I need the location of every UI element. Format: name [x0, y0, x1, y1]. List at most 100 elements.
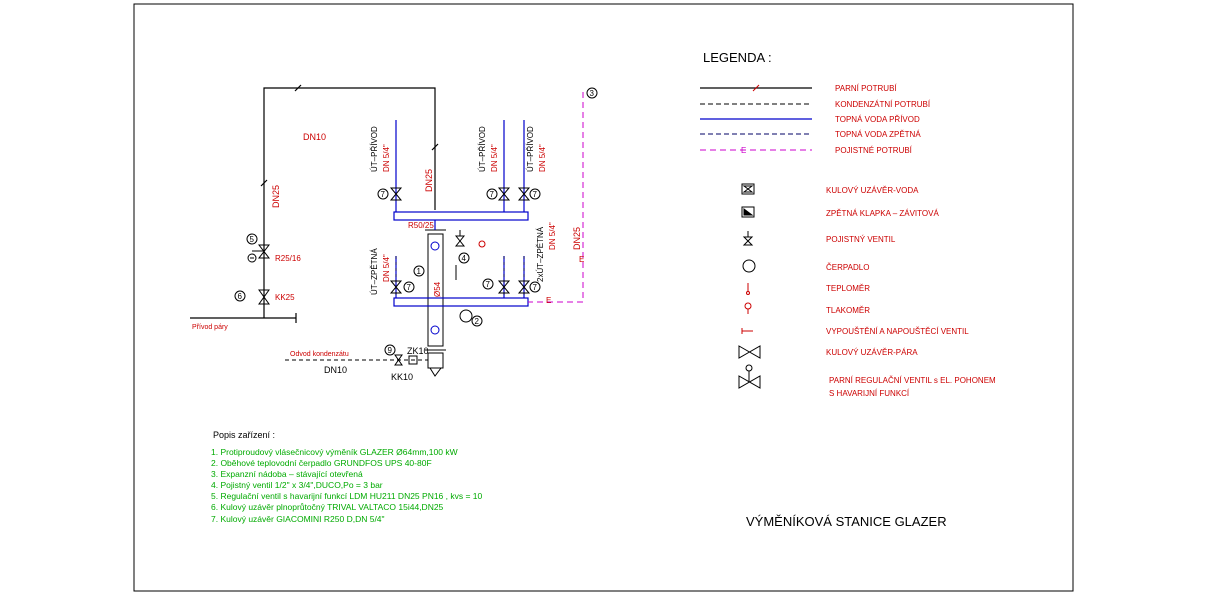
ball-valve-steam-icon	[738, 345, 761, 359]
callout-1: 1	[413, 265, 425, 277]
svg-text:2: 2	[475, 317, 480, 326]
legend-label-return: TOPNÁ VODA ZPĚTNÁ	[835, 130, 921, 139]
ut-zpetna-label: ÚT–ZPĚTNÁ	[370, 248, 379, 295]
legend-title: LEGENDA :	[703, 50, 772, 65]
e-mark-1: E	[579, 255, 584, 264]
check-valve-icon	[741, 206, 755, 218]
equipment-title: Popis zařízení :	[213, 430, 275, 440]
svg-text:3: 3	[590, 89, 595, 98]
equipment-item-7: 7. Kulový uzávěr GIACOMINI R250 D,DN 5/4…	[211, 514, 385, 524]
ut-privod-label-1: ÚT–PŘÍVOD	[370, 126, 379, 172]
ut-privod-label-2: ÚT–PŘÍVOD	[478, 126, 487, 172]
ut-privod-label-3: ÚT–PŘÍVOD	[526, 126, 535, 172]
svg-text:7: 7	[486, 280, 491, 289]
legend-label-steam: PARNÍ POTRUBÍ	[835, 84, 897, 93]
e-mark-2: E	[546, 296, 551, 305]
svg-text:5: 5	[250, 235, 255, 244]
legend-label-condensate: KONDENZÁTNÍ POTRUBÍ	[835, 100, 931, 109]
supply-header	[393, 120, 529, 230]
safety-pipe	[528, 92, 584, 303]
legend-label-drain-valve: VYPOUŠTĚNÍ A NAPOUŠTĚCÍ VENTIL	[826, 327, 969, 336]
dn25-right-label: DN25	[572, 227, 582, 250]
equipment-item-2: 2. Oběhové teplovodní čerpadlo GRUNDFOS …	[211, 458, 432, 468]
callout-4: 4	[458, 252, 470, 264]
legend-label-ball-valve-water: KULOVÝ UZÁVĚR-VODA	[826, 186, 919, 195]
ball-valve-water-icon	[741, 183, 755, 195]
steam-inlet-label: Přívod páry	[192, 324, 228, 331]
callout-5: 5	[246, 233, 258, 245]
kk10-label: KK10	[391, 372, 413, 382]
pump-2	[459, 309, 473, 323]
svg-text:7: 7	[533, 190, 538, 199]
safety-valve-4	[454, 230, 466, 247]
dn54-label-1: DN 5/4"	[382, 144, 391, 172]
svg-text:7: 7	[381, 190, 386, 199]
pressure-gauge-icon	[744, 302, 752, 314]
dn25-mid-label: DN25	[424, 169, 434, 192]
condensate-trap	[427, 352, 444, 377]
svg-text:9: 9	[388, 346, 393, 355]
legend-label-thermometer: TEPLOMĚR	[826, 284, 870, 293]
legend-label-safety: POJISTNÉ POTRUBÍ	[835, 146, 913, 155]
ut-zpetna2-label: 2xÚT–ZPĚTNÁ	[536, 226, 545, 282]
callout-6: 6	[234, 290, 246, 302]
heat-exchanger	[425, 229, 446, 351]
drain-valve-icon	[741, 328, 753, 334]
dn25-left-label: DN25	[271, 185, 281, 208]
gauge-symbol-5	[247, 253, 257, 263]
drawing-title: VÝMĚNÍKOVÁ STANICE GLAZER	[746, 514, 947, 529]
return-dashes	[395, 256, 525, 298]
zk10-label: ZK10	[407, 346, 429, 356]
drawing-frame	[133, 3, 1074, 592]
legend-line-steam	[700, 84, 812, 92]
dn54-label-4: DN 5/4"	[382, 254, 391, 282]
pump-icon	[742, 259, 756, 273]
legend-label-pump: ČERPADLO	[826, 263, 869, 272]
control-valve-5	[252, 244, 271, 259]
svg-text:6: 6	[238, 292, 243, 301]
legend-label-pressure-gauge: TLAKOMĚR	[826, 306, 870, 315]
equipment-item-6: 6. Kulový uzávěr plnoprůtočný TRIVAL VAL…	[211, 502, 444, 512]
condensate-outlet-label: Odvod kondenzátu	[290, 351, 349, 358]
supply-valves	[389, 187, 531, 294]
svg-text:E: E	[741, 146, 746, 155]
valve-kk25-label: KK25	[275, 293, 295, 302]
equipment-item-5: 5. Regulační ventil s havarijní funkcí L…	[211, 491, 483, 501]
svg-text:4: 4	[462, 254, 467, 263]
legend-line-safety: E	[700, 146, 812, 155]
dn54-label-2: DN 5/4"	[490, 144, 499, 172]
control-valve-icon	[738, 364, 761, 389]
steam-inlet-stub	[190, 313, 297, 323]
dn54-label-5: DN 5/4"	[548, 222, 557, 250]
callout-9: 9	[384, 344, 396, 356]
equipment-item-4: 4. Pojistný ventil 1/2" x 3/4",DUCO,Po =…	[211, 480, 383, 490]
callout-2: 2	[471, 315, 483, 327]
svg-text:7: 7	[407, 283, 412, 292]
valve-r25-label: R25/16	[275, 254, 301, 263]
dn54-label-3: DN 5/4"	[538, 144, 547, 172]
safety-valve-icon	[742, 231, 754, 246]
r50-label: R50/25	[408, 221, 434, 230]
callouts-7: 7 7 7 7 7 7	[377, 188, 541, 293]
legend-label-safety-valve: POJISTNÝ VENTIL	[826, 235, 896, 244]
legend-label-supply: TOPNÁ VODA PŘÍVOD	[835, 115, 920, 124]
ball-valve-6	[258, 289, 270, 305]
legend-label-control-valve-2: S HAVARIJNÍ FUNKCÍ	[829, 389, 910, 398]
svg-text:1: 1	[417, 267, 422, 276]
callout-3: 3	[586, 87, 598, 99]
legend-label-ball-valve-steam: KULOVÝ UZÁVĚR-PÁRA	[826, 348, 918, 357]
svg-text:7: 7	[533, 283, 538, 292]
dn10-bottom-label: DN10	[324, 365, 347, 375]
legend-label-check-valve: ZPĚTNÁ KLAPKA – ZÁVITOVÁ	[826, 209, 939, 218]
valve-kk10	[394, 354, 418, 366]
dn10-top-label: DN10	[303, 132, 326, 142]
equipment-item-1: 1. Protiproudový vlásečnicový výměník GL…	[211, 447, 458, 457]
steam-pipe	[260, 84, 439, 318]
thermometer-icon	[746, 283, 750, 295]
pressure-gauge-4	[478, 240, 486, 248]
equipment-item-3: 3. Expanzní nádoba – stávající otevřená	[211, 469, 363, 479]
legend-label-control-valve: PARNÍ REGULAČNÍ VENTIL s EL. POHONEM	[829, 376, 996, 385]
dia54-label: Ø54	[433, 281, 442, 297]
svg-text:7: 7	[490, 190, 495, 199]
